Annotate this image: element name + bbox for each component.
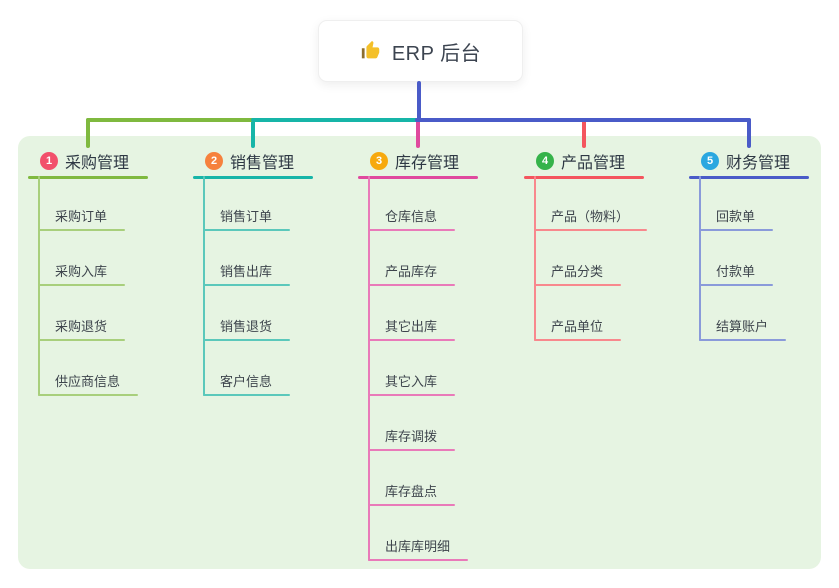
branches-panel: [18, 136, 821, 569]
root-connector: [417, 81, 421, 122]
children-spine: [203, 176, 205, 396]
child-node[interactable]: 产品分类: [551, 264, 604, 279]
branch-number-badge: 4: [536, 152, 554, 170]
connector-segment: [415, 118, 751, 122]
branch-node[interactable]: 3 库存管理: [370, 149, 459, 173]
branch-label: 财务管理: [726, 155, 791, 172]
branch-label: 库存管理: [395, 155, 460, 172]
branch-underline: [689, 176, 809, 179]
branch-node[interactable]: 4 产品管理: [536, 149, 625, 173]
child-underline: [38, 284, 125, 286]
child-node[interactable]: 产品库存: [385, 264, 438, 279]
child-node[interactable]: 销售退货: [220, 319, 273, 334]
children-spine: [534, 176, 536, 341]
branch-label: 销售管理: [230, 155, 295, 172]
child-underline: [534, 339, 621, 341]
branch-underline: [193, 176, 313, 179]
child-underline: [203, 229, 290, 231]
branch-connector-drop: [251, 118, 255, 148]
child-underline: [368, 449, 455, 451]
branch-underline: [28, 176, 148, 179]
child-underline: [699, 339, 786, 341]
child-node[interactable]: 采购入库: [55, 264, 108, 279]
child-underline: [534, 284, 621, 286]
branch-node[interactable]: 1 采购管理: [40, 149, 129, 173]
child-node[interactable]: 产品（物料）: [551, 209, 630, 224]
branch-label: 采购管理: [65, 155, 130, 172]
child-underline: [699, 284, 773, 286]
branch-underline: [524, 176, 644, 179]
child-node[interactable]: 其它出库: [385, 319, 438, 334]
child-node[interactable]: 产品单位: [551, 319, 604, 334]
child-node[interactable]: 回款单: [716, 209, 756, 224]
child-underline: [38, 394, 138, 396]
branch-underline: [358, 176, 478, 179]
branch-label: 产品管理: [561, 155, 626, 172]
child-node[interactable]: 采购退货: [55, 319, 108, 334]
child-underline: [368, 559, 468, 561]
child-node[interactable]: 供应商信息: [55, 374, 121, 389]
child-node[interactable]: 库存调拨: [385, 429, 438, 444]
child-underline: [368, 229, 455, 231]
branch-number-badge: 5: [701, 152, 719, 170]
child-node[interactable]: 付款单: [716, 264, 756, 279]
child-node[interactable]: 仓库信息: [385, 209, 438, 224]
child-underline: [699, 229, 773, 231]
child-node[interactable]: 结算账户: [716, 319, 769, 334]
branch-connector-drop: [416, 118, 420, 148]
child-underline: [38, 339, 125, 341]
child-underline: [203, 394, 290, 396]
child-underline: [534, 229, 647, 231]
child-node[interactable]: 销售出库: [220, 264, 273, 279]
child-node[interactable]: 采购订单: [55, 209, 108, 224]
child-underline: [38, 229, 125, 231]
children-spine: [38, 176, 40, 396]
connector-segment: [251, 118, 419, 122]
child-underline: [368, 504, 455, 506]
child-underline: [368, 284, 455, 286]
connector-segment: [86, 118, 255, 122]
branch-number-badge: 1: [40, 152, 58, 170]
root-node[interactable]: ERP 后台: [318, 20, 523, 82]
root-title: ERP 后台: [391, 42, 482, 65]
branch-node[interactable]: 2 销售管理: [205, 149, 294, 173]
child-node[interactable]: 客户信息: [220, 374, 273, 389]
children-spine: [368, 176, 370, 561]
branch-node[interactable]: 5 财务管理: [701, 149, 790, 173]
branch-connector-drop: [747, 118, 751, 148]
child-node[interactable]: 库存盘点: [385, 484, 438, 499]
thumbs-up-icon: [361, 40, 380, 59]
branch-connector-drop: [582, 118, 586, 148]
child-underline: [203, 284, 290, 286]
child-node[interactable]: 其它入库: [385, 374, 438, 389]
child-node[interactable]: 销售订单: [220, 209, 273, 224]
branch-number-badge: 2: [205, 152, 223, 170]
child-node[interactable]: 出库库明细: [385, 539, 451, 554]
child-underline: [203, 339, 290, 341]
branch-number-badge: 3: [370, 152, 388, 170]
child-underline: [368, 394, 455, 396]
branch-connector-drop: [86, 118, 90, 148]
children-spine: [699, 176, 701, 341]
child-underline: [368, 339, 455, 341]
